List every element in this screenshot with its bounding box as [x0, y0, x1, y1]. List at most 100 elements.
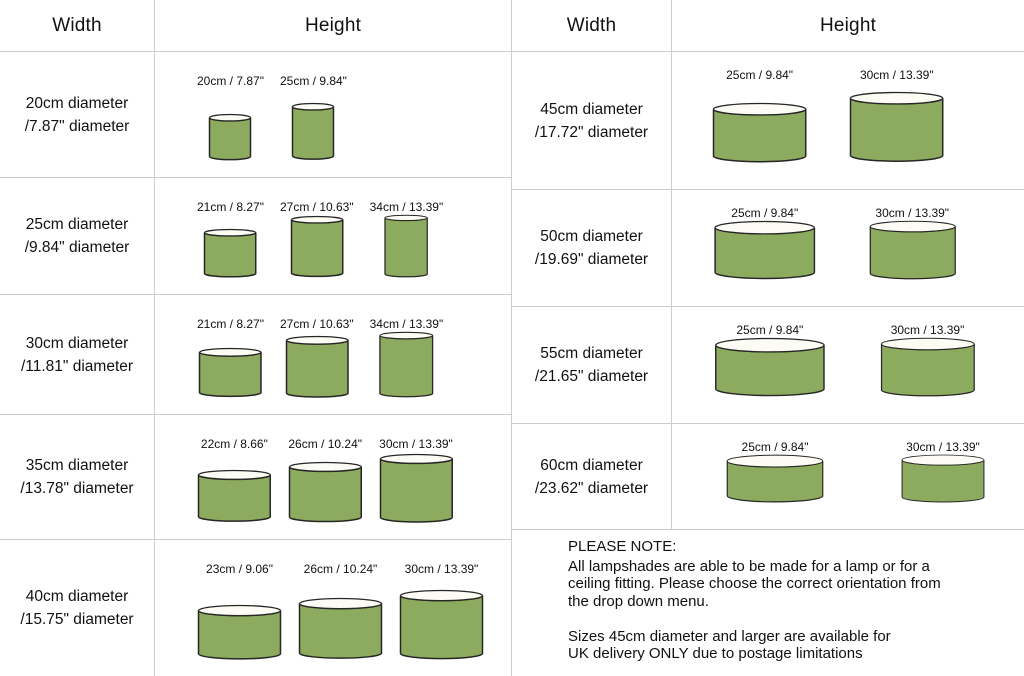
- lampshade-size-label: 26cm / 10.24": [303, 562, 378, 576]
- lampshade-size-label: 34cm / 13.39": [369, 317, 444, 331]
- height-options-cell: 20cm / 7.87" 25cm / 9.84": [155, 52, 511, 177]
- lampshade-size-label: 25cm / 9.84": [741, 440, 809, 454]
- lampshade-top-rim: [204, 228, 257, 237]
- lampshade-option: 34cm / 13.39": [369, 317, 444, 398]
- note-line: All lampshades are able to be made for a…: [568, 557, 930, 575]
- lampshade-size-label: 30cm / 13.39": [404, 562, 479, 576]
- lampshade-top-rim: [379, 453, 453, 464]
- height-options-cell: 25cm / 9.84" 30cm / 13.39": [672, 190, 1024, 306]
- width-label-line2: /15.75" diameter: [20, 611, 134, 628]
- lampshade-option: 26cm / 10.24": [288, 437, 363, 523]
- width-label: 30cm diameter/11.81" diameter: [0, 295, 155, 414]
- lampshade-top-rim: [298, 598, 383, 610]
- lampshade-illustration: [197, 604, 282, 660]
- lampshade-size-label: 30cm / 13.39": [875, 206, 950, 220]
- size-row: 40cm diameter/15.75" diameter 23cm / 9.06…: [0, 540, 511, 676]
- column-header-height: Height: [304, 14, 362, 36]
- width-label: 50cm diameter/19.69" diameter: [512, 190, 672, 306]
- lampshade-size-label: 30cm / 13.39": [890, 323, 965, 337]
- lampshade-option: 25cm / 9.84": [712, 440, 838, 503]
- lampshade-top-rim: [197, 604, 282, 616]
- lampshade-option: 21cm / 8.27": [197, 317, 264, 398]
- width-label-line1: 25cm diameter: [25, 216, 129, 233]
- width-label: 55cm diameter/21.65" diameter: [512, 307, 672, 423]
- lampshade-size-label: 23cm / 9.06": [206, 562, 273, 576]
- note-title: PLEASE NOTE:: [568, 538, 677, 555]
- lampshade-option: 30cm / 13.39": [880, 440, 1006, 503]
- width-label: 25cm diameter/9.84" diameter: [0, 178, 155, 294]
- width-label: 60cm diameter/23.62" diameter: [512, 424, 672, 529]
- lampshade-option: 30cm / 13.39": [379, 437, 454, 523]
- size-table-right: Width Height 45cm diameter/17.72" diamet…: [512, 0, 1024, 676]
- lampshade-option: 21cm / 8.27": [197, 200, 264, 278]
- lampshade-top-rim: [285, 335, 349, 345]
- size-row: 55cm diameter/21.65" diameter 25cm / 9.84…: [512, 307, 1024, 424]
- lampshade-illustration: [292, 103, 335, 161]
- lampshade-illustration: [712, 102, 807, 163]
- lampshade-illustration: [198, 347, 262, 398]
- width-label: 45cm diameter/17.72" diameter: [512, 52, 672, 189]
- width-label-line2: /9.84" diameter: [24, 239, 130, 256]
- column-header-width: Width: [0, 0, 155, 51]
- lampshade-option: 25cm / 9.84": [712, 68, 807, 163]
- table-header-left: Width Height: [0, 0, 511, 52]
- lampshade-illustration: [880, 337, 975, 397]
- note-line: UK delivery ONLY due to postage limitati…: [568, 645, 863, 662]
- lampshade-option: 22cm / 8.66": [197, 437, 272, 523]
- width-label-line2: /13.78" diameter: [20, 480, 134, 497]
- lampshade-option: 25cm / 9.84": [280, 74, 347, 161]
- lampshade-size-label: 22cm / 8.66": [200, 437, 268, 451]
- lampshade-option: 27cm / 10.63": [280, 317, 354, 398]
- column-header-height: Height: [819, 14, 877, 36]
- lampshade-size-label: 30cm / 13.39": [906, 440, 980, 454]
- lampshade-size-label: 20cm / 7.87": [197, 74, 264, 88]
- lampshade-illustration: [399, 589, 484, 660]
- note-line: [568, 610, 1014, 628]
- lampshade-top-rim: [715, 337, 825, 353]
- height-options-cell: 25cm / 9.84" 30cm / 13.39": [672, 52, 1024, 189]
- lampshade-option: 25cm / 9.84": [712, 323, 828, 397]
- lampshade-top-rim: [292, 103, 335, 111]
- height-options-cell: 21cm / 8.27"27cm / 10.63"34cm / 13.39": [155, 178, 511, 294]
- lampshade-option: 20cm / 7.87": [197, 74, 264, 161]
- lampshade-size-label: 27cm / 10.63": [279, 317, 354, 331]
- width-label-line1: 60cm diameter: [540, 456, 643, 474]
- lampshade-illustration: [849, 92, 944, 163]
- width-label-line1: 30cm diameter: [25, 334, 129, 352]
- lampshade-size-label: 21cm / 8.27": [197, 200, 264, 214]
- width-label-line2: /23.62" diameter: [534, 479, 649, 497]
- width-label-line2: /19.69" diameter: [534, 251, 649, 268]
- width-label-line1: 40cm diameter: [25, 588, 129, 605]
- table-header-right: Width Height: [512, 0, 1024, 52]
- lampshade-top-rim: [197, 470, 271, 481]
- lampshade-top-rim: [880, 337, 975, 351]
- width-label-line1: 55cm diameter: [540, 345, 643, 362]
- lampshade-top-rim: [714, 220, 815, 235]
- lampshade-top-rim: [209, 113, 252, 122]
- width-label-line1: 50cm diameter: [540, 228, 643, 245]
- size-row: 60cm diameter/23.62" diameter 25cm / 9.84…: [512, 424, 1024, 530]
- width-label-line2: /17.72" diameter: [534, 123, 649, 141]
- note-line: the drop down menu.: [568, 592, 709, 610]
- lampshade-illustration: [901, 454, 985, 503]
- lampshade-option: 26cm / 10.24": [298, 562, 383, 660]
- lampshade-size-label: 30cm / 13.39": [859, 68, 934, 82]
- please-note-block: PLEASE NOTE: All lampshades are able to …: [512, 530, 1024, 676]
- width-label-line2: /21.65" diameter: [534, 368, 649, 385]
- width-label-line1: 45cm diameter: [540, 100, 643, 118]
- lampshade-size-label: 25cm / 9.84": [731, 206, 799, 220]
- lampshade-size-label: 30cm / 13.39": [379, 437, 453, 451]
- lampshade-size-label: 25cm / 9.84": [279, 74, 347, 88]
- lampshade-illustration: [715, 337, 825, 397]
- lampshade-size-label: 34cm / 13.39": [369, 200, 444, 214]
- size-row: 35cm diameter/13.78" diameter 22cm / 8.66…: [0, 415, 511, 540]
- width-label-line2: /11.81" diameter: [20, 357, 134, 375]
- lampshade-illustration: [209, 113, 252, 161]
- lampshade-top-rim: [399, 589, 484, 602]
- width-label-line1: 35cm diameter: [25, 457, 129, 474]
- size-table-left: Width Height 20cm diameter/7.87" diamete…: [0, 0, 512, 676]
